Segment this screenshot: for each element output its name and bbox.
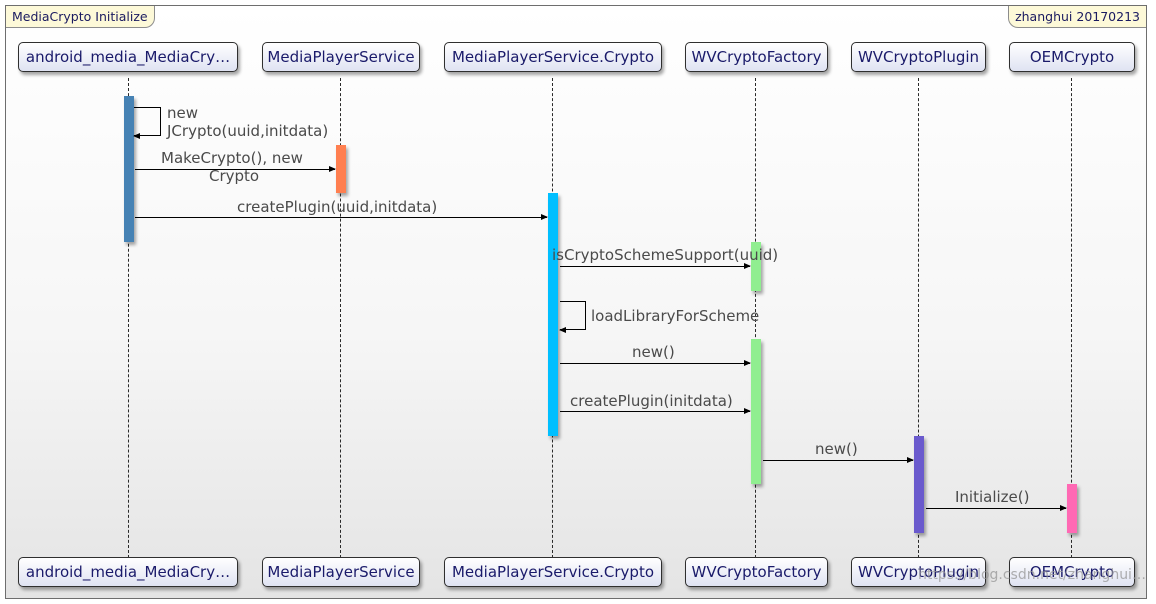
diagram-author: zhanghui 20170213 xyxy=(1008,6,1146,28)
message-label-make-crypto-line2: Crypto xyxy=(209,167,260,185)
participant-media-player-service-footer: MediaPlayerService xyxy=(262,557,420,587)
activation-crypto xyxy=(548,193,558,436)
participant-crypto: MediaPlayerService.Crypto xyxy=(444,42,662,72)
message-label-create-plugin-uuid: createPlugin(uuid,initdata) xyxy=(237,198,438,216)
message-arrow-initialize xyxy=(926,505,1067,511)
self-message-load-library xyxy=(559,301,586,333)
message-label-new-plugin: new() xyxy=(815,440,858,458)
message-arrow-make-crypto xyxy=(135,166,336,172)
participant-android-media-footer: android_media_MediaCry… xyxy=(18,557,238,587)
activation-media-player-service xyxy=(336,145,346,193)
message-arrow-new-factory xyxy=(560,360,751,366)
message-arrow-new-plugin xyxy=(763,457,914,463)
participant-oemcrypto: OEMCrypto xyxy=(1009,42,1135,72)
participant-crypto-footer: MediaPlayerService.Crypto xyxy=(444,557,662,587)
message-arrow-is-supported xyxy=(560,263,751,269)
participant-plugin: WVCryptoPlugin xyxy=(851,42,986,72)
participant-oemcrypto-footer: OEMCrypto xyxy=(1009,557,1135,587)
message-label-new-factory: new() xyxy=(632,343,675,361)
lifeline-oemcrypto xyxy=(1071,78,1072,558)
lifeline-media-player-service xyxy=(340,78,341,558)
self-message-new-jcrypto xyxy=(133,107,161,139)
watermark: https://blog.csdn.net/zhanghui… xyxy=(918,567,1146,583)
message-label-load-library: loadLibraryForScheme xyxy=(591,307,760,325)
activation-factory-check xyxy=(751,242,761,291)
activation-android-media xyxy=(124,96,134,242)
activation-oemcrypto xyxy=(1067,484,1077,533)
diagram-title: MediaCrypto Initialize xyxy=(6,6,155,28)
participant-plugin-footer: WVCryptoPlugin xyxy=(851,557,986,587)
message-label-new-line1: new xyxy=(167,104,199,122)
lifeline-factory xyxy=(755,78,756,558)
message-label-make-crypto-line1: MakeCrypto(), new xyxy=(161,149,303,167)
message-arrow-create-plugin-uuid xyxy=(135,214,548,220)
message-arrow-create-plugin xyxy=(560,408,751,414)
lifeline-android-media xyxy=(128,78,129,558)
participant-factory-footer: WVCryptoFactory xyxy=(685,557,828,587)
message-label-create-plugin: createPlugin(initdata) xyxy=(570,392,733,410)
participant-factory: WVCryptoFactory xyxy=(685,42,828,72)
sequence-diagram: MediaCrypto Initialize zhanghui 20170213… xyxy=(5,5,1147,599)
activation-plugin xyxy=(914,436,924,533)
participant-media-player-service: MediaPlayerService xyxy=(262,42,420,72)
participant-android-media: android_media_MediaCry… xyxy=(18,42,238,72)
message-label-initialize: Initialize() xyxy=(955,488,1030,506)
activation-factory xyxy=(751,339,761,484)
message-label-new-line2: JCrypto(uuid,initdata) xyxy=(167,122,329,140)
message-label-is-supported: isCryptoSchemeSupport(uuid) xyxy=(552,246,779,264)
lifeline-plugin xyxy=(918,78,919,558)
